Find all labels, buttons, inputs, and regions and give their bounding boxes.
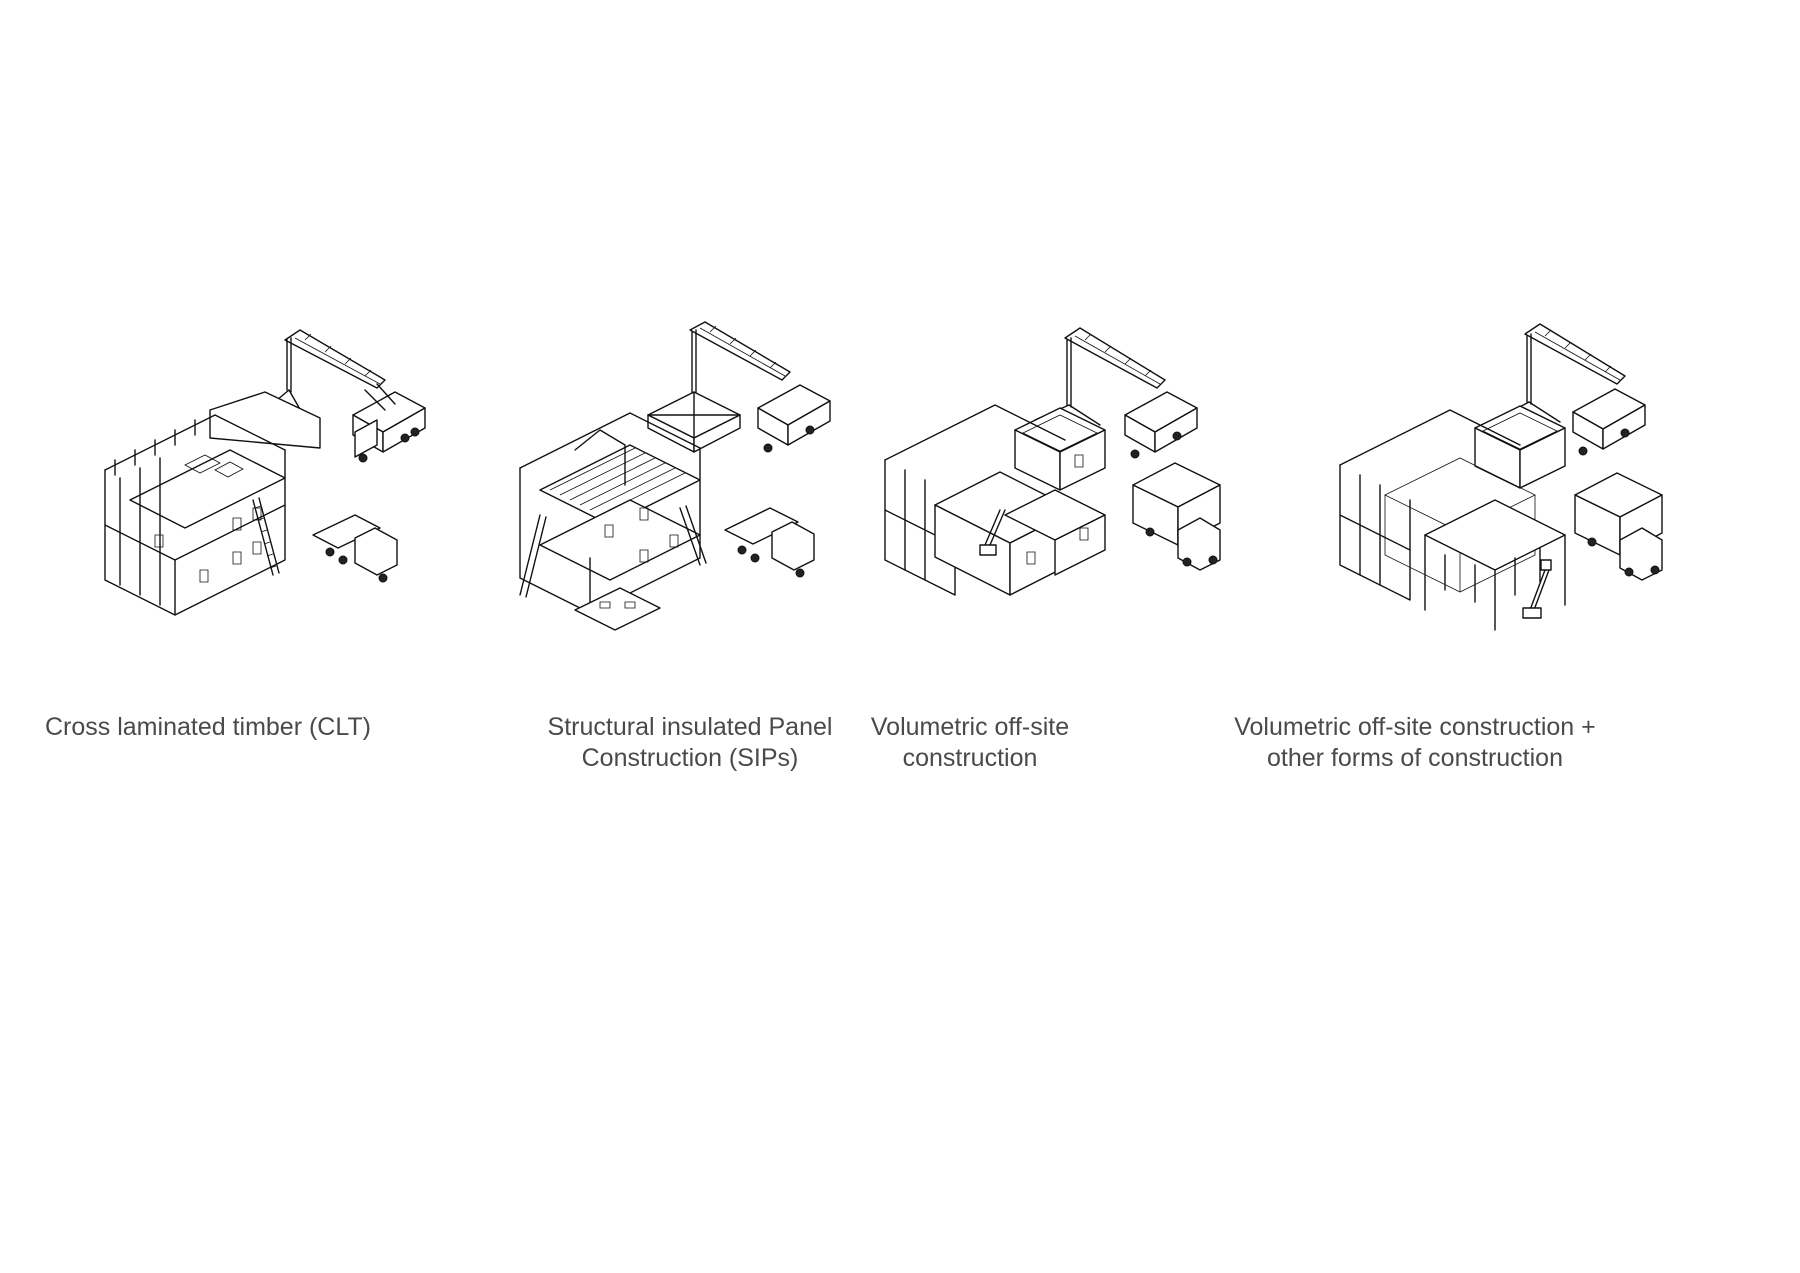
caption-clt: Cross laminated timber (CLT): [45, 712, 465, 743]
flatbed-truck: [313, 515, 397, 582]
lifted-module: [1475, 402, 1565, 488]
scissor-lift: [980, 510, 1005, 555]
building-frame: [105, 415, 285, 615]
crane-truck: [690, 322, 830, 452]
box-truck: [1575, 473, 1662, 580]
lifted-roof: [648, 392, 740, 452]
sips-illustration: [480, 320, 900, 720]
caption-line: construction: [902, 744, 1038, 772]
caption-line: Volumetric off-site construction +: [1234, 713, 1596, 741]
crane-truck: [1525, 324, 1645, 455]
caption-hybrid: Volumetric off-site construction + other…: [1205, 712, 1625, 774]
panel-clt: Cross laminated timber (CLT): [45, 320, 475, 800]
panel-hybrid: Volumetric off-site construction + other…: [1234, 320, 1755, 800]
boom-lift: [1523, 560, 1551, 618]
ladders: [520, 506, 706, 597]
clt-illustration: [55, 320, 475, 720]
lifted-module: [1015, 405, 1105, 490]
ladder: [253, 498, 279, 575]
building-frame: [520, 413, 700, 613]
building-frame: [1340, 410, 1565, 630]
panel-sips: Structural insulated Panel Construction …: [480, 320, 900, 800]
ground-panel: [575, 588, 660, 630]
caption-line: Cross laminated timber (CLT): [45, 713, 372, 741]
caption-line: Structural insulated Panel: [547, 713, 833, 741]
lifted-panel: [210, 390, 320, 448]
hybrid-illustration: [1335, 320, 1755, 720]
caption-line: Volumetric off-site: [870, 713, 1070, 741]
caption-line: other forms of construction: [1267, 744, 1563, 772]
caption-line: Construction (SIPs): [581, 744, 799, 772]
caption-volumetric: Volumetric off-site construction: [760, 712, 1180, 774]
flatbed-truck: [725, 508, 814, 577]
box-truck: [1133, 463, 1220, 570]
panel-volumetric: Volumetric off-site construction: [871, 320, 1295, 800]
crane-truck: [285, 330, 425, 462]
building-frame: [885, 405, 1105, 595]
volumetric-illustration: [875, 320, 1295, 720]
caption-sips: Structural insulated Panel Construction …: [480, 712, 900, 774]
crane-truck: [1065, 328, 1197, 458]
